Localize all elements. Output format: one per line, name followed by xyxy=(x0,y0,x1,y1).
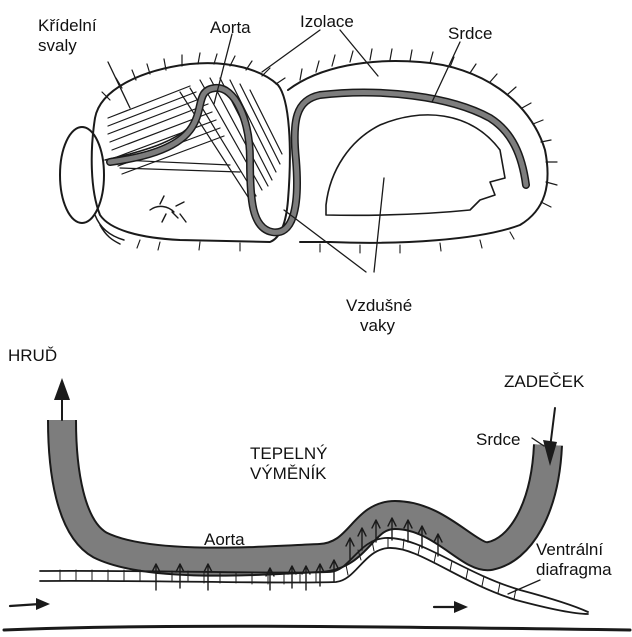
bee-body-diagram xyxy=(60,30,557,272)
wing-muscles xyxy=(108,78,282,200)
label-aorta-bottom: Aorta xyxy=(204,530,245,549)
leader-wing-muscles xyxy=(108,62,130,108)
label-ventral-diaphragm-line1: Ventrální xyxy=(536,540,603,559)
label-wing-muscles-line2: svaly xyxy=(38,36,77,55)
head-outline xyxy=(60,127,104,223)
leader-insulation-left xyxy=(262,30,320,72)
label-thorax: HRUĎ xyxy=(8,346,57,365)
leader-insulation-right xyxy=(340,30,378,76)
label-heat-exchanger-line2: VÝMĚNÍK xyxy=(250,464,327,483)
label-aorta-top: Aorta xyxy=(210,18,251,37)
left-flow-arrowhead xyxy=(36,598,50,610)
label-insulation: Izolace xyxy=(300,12,354,31)
body-wall-line xyxy=(4,626,630,630)
label-ventral-diaphragm-line2: diafragma xyxy=(536,560,612,579)
heat-exchanger-diagram xyxy=(4,378,630,630)
label-air-sacs-line1: Vzdušné xyxy=(346,296,412,315)
air-sac xyxy=(326,115,505,215)
leg-scribble xyxy=(150,196,186,222)
insulation-hairs-abdomen xyxy=(300,49,557,207)
label-air-sacs-line2: vaky xyxy=(360,316,395,335)
thorax-arrowhead xyxy=(54,378,70,400)
right-flow-arrowhead xyxy=(454,601,468,613)
leader-air-sacs-left xyxy=(284,210,366,272)
label-heat-exchanger-line1: TEPELNÝ xyxy=(250,444,327,463)
label-abdomen: ZADEČEK xyxy=(504,372,584,391)
label-heart-top: Srdce xyxy=(448,24,492,43)
label-heart-bottom: Srdce xyxy=(476,430,520,449)
left-flow-arrow xyxy=(10,604,40,606)
label-wing-muscles-line1: Křídelní xyxy=(38,16,97,35)
leader-heart xyxy=(432,42,460,102)
leader-air-sacs-right xyxy=(374,178,384,272)
